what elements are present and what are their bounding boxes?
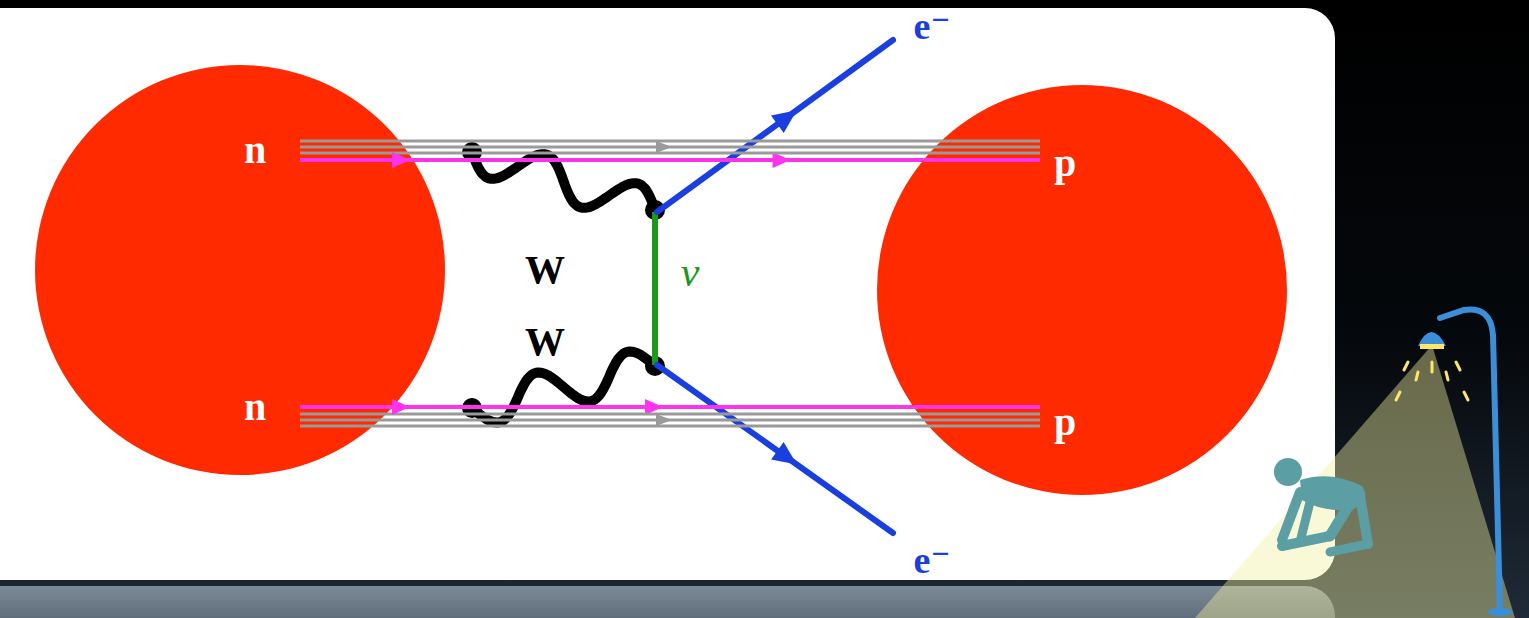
particle-label: n bbox=[244, 387, 266, 427]
white-panel bbox=[0, 8, 1335, 580]
neutrino-line bbox=[652, 212, 658, 365]
proton-nucleus: pp bbox=[877, 85, 1287, 495]
electron-label: e⁻ bbox=[914, 7, 951, 45]
neutrino-label: ν bbox=[681, 251, 700, 293]
particle-label: p bbox=[1054, 402, 1076, 442]
nucleus-circle bbox=[35, 65, 445, 475]
particle-label: n bbox=[244, 130, 266, 170]
arrowhead bbox=[392, 399, 410, 415]
quark-line-stub bbox=[300, 405, 392, 409]
nucleus-circle bbox=[877, 85, 1287, 495]
quark-line bbox=[392, 399, 913, 415]
arrowhead bbox=[656, 414, 672, 426]
quark-line-stub bbox=[914, 405, 1040, 409]
boson-label: W bbox=[525, 250, 565, 290]
particle-label: p bbox=[1054, 143, 1076, 183]
quark-line bbox=[413, 152, 924, 168]
arrowhead bbox=[771, 110, 797, 133]
electron-label: e⁻ bbox=[914, 541, 951, 579]
arrowhead bbox=[392, 152, 410, 168]
arrowhead bbox=[656, 141, 672, 153]
arrowhead bbox=[645, 399, 663, 415]
boson-label: W bbox=[525, 322, 565, 362]
arrowhead bbox=[771, 442, 797, 465]
quark-line-stub bbox=[300, 158, 413, 162]
arrowhead bbox=[773, 152, 791, 168]
panel-reflection bbox=[0, 586, 1335, 618]
quark-line-stub bbox=[923, 158, 1040, 162]
neutron-nucleus: nn bbox=[35, 65, 445, 475]
w-boson-line bbox=[472, 352, 655, 423]
spectator-quark-lines bbox=[300, 141, 1040, 426]
electron-line bbox=[657, 365, 893, 533]
electron-line bbox=[657, 40, 893, 212]
